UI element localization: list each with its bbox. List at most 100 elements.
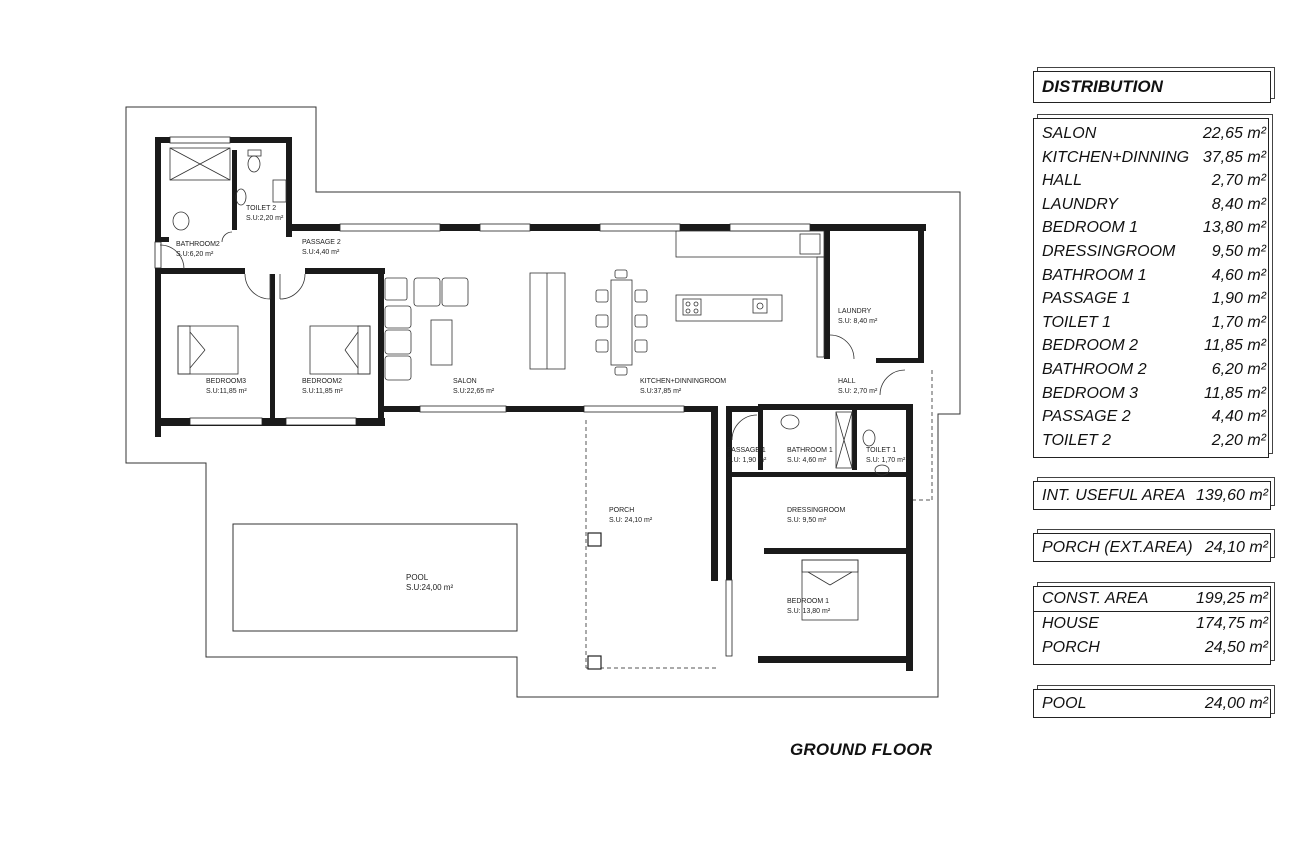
int-useful-area-label: INT. USEFUL AREA: [1042, 487, 1186, 504]
porch-ext-area-box: PORCH (EXT.AREA) 24,10 m²: [1033, 533, 1271, 562]
bathroom1-area: S.U: 4,60 m²: [787, 457, 827, 464]
house-area-value: 174,75 m²: [1195, 615, 1268, 632]
pool-area-box: POOL 24,00 m²: [1033, 689, 1271, 718]
distribution-row: TOILET 2 2,20 m²: [1034, 429, 1268, 453]
porch-area: S.U: 24,10 m²: [609, 517, 653, 524]
porch-column: [587, 655, 602, 670]
porch-ext-area-label: PORCH (EXT.AREA): [1042, 539, 1193, 556]
distribution-row: BEDROOM 3 11,85 m²: [1034, 382, 1268, 406]
room-name: BEDROOM 2: [1042, 337, 1139, 355]
porch-outline: [585, 420, 716, 669]
dressingroom-label: DRESSINGROOM: [787, 507, 846, 514]
room-area: 8,40 m²: [1211, 195, 1266, 213]
salon-area: S.U:22,65 m²: [453, 388, 495, 395]
porch-ext-area-value: 24,10 m²: [1204, 539, 1268, 556]
int-useful-area-value: 139,60 m²: [1195, 487, 1268, 504]
bedroom1-area: S.U: 13,80 m²: [787, 608, 831, 615]
distribution-row: BATHROOM 1 4,60 m²: [1034, 264, 1268, 288]
room-area: 1,90 m²: [1211, 290, 1266, 308]
pool-area-label: POOL: [1042, 695, 1087, 712]
room-name: BATHROOM 2: [1042, 360, 1147, 378]
room-labels: TOILET 2 S.U:2,20 m² BATHROOM2 S.U:6,20 …: [176, 205, 906, 615]
bedroom3-label: BEDROOM3: [206, 378, 246, 385]
salon-furniture: [384, 272, 566, 381]
dressingroom-area: S.U: 9,50 m²: [787, 517, 827, 524]
room-area: 1,70 m²: [1211, 313, 1266, 331]
int-useful-area-box: INT. USEFUL AREA 139,60 m²: [1033, 481, 1271, 510]
passage2-label: PASSAGE 2: [302, 239, 341, 246]
passage2-area: S.U:4,40 m²: [302, 249, 340, 256]
porch-column: [587, 532, 602, 547]
room-area: 37,85 m²: [1202, 148, 1266, 166]
room-name: TOILET 1: [1042, 313, 1112, 331]
room-area: 9,50 m²: [1211, 242, 1266, 260]
room-name: KITCHEN+DINNING: [1042, 148, 1190, 166]
distribution-row: LAUNDRY 8,40 m²: [1034, 193, 1268, 217]
porch-area-label: PORCH: [1042, 639, 1100, 656]
hall-area: S.U: 2,70 m²: [838, 388, 878, 395]
distribution-row: BEDROOM 1 13,80 m²: [1034, 216, 1268, 240]
room-name: LAUNDRY: [1042, 195, 1118, 213]
bedroom2-label: BEDROOM2: [302, 378, 342, 385]
room-name: BATHROOM 1: [1042, 266, 1147, 284]
room-name: DRESSINGROOM: [1042, 242, 1176, 260]
bedroom1-label: BEDROOM 1: [787, 598, 829, 605]
room-area: 4,40 m²: [1211, 408, 1266, 426]
beds: [177, 325, 859, 621]
room-name: BEDROOM 3: [1042, 384, 1139, 402]
pool: [232, 523, 518, 632]
room-area: 2,20 m²: [1211, 431, 1266, 449]
room-area: 22,65 m²: [1202, 125, 1266, 142]
room-area: 4,60 m²: [1211, 266, 1266, 284]
hall-label: HALL: [838, 378, 856, 385]
dining-furniture: [595, 269, 648, 376]
bathroom2-area: S.U:6,20 m²: [176, 251, 214, 258]
bathroom2-fixtures: [169, 147, 287, 231]
room-area: 11,85 m²: [1204, 337, 1266, 355]
room-area: 2,70 m²: [1211, 172, 1266, 190]
room-area: 11,85 m²: [1204, 384, 1266, 402]
distribution-row: DRESSINGROOM 9,50 m²: [1034, 240, 1268, 264]
distribution-row: KITCHEN+DINNING 37,85 m²: [1034, 146, 1268, 170]
floor-title: GROUND FLOOR: [790, 740, 933, 759]
distribution-row: BEDROOM 2 11,85 m²: [1034, 334, 1268, 358]
bedroom2-area: S.U:11,85 m²: [302, 388, 343, 395]
distribution-title-box: DISTRIBUTION: [1033, 71, 1271, 103]
pool-area-value: 24,00 m²: [1204, 695, 1268, 712]
windows: [154, 136, 811, 657]
room-name: TOILET 2: [1042, 431, 1112, 449]
room-name: BEDROOM 1: [1042, 219, 1139, 237]
laundry-area: S.U: 8,40 m²: [838, 318, 878, 325]
distribution-title: DISTRIBUTION: [1042, 77, 1163, 96]
house-area-label: HOUSE: [1042, 615, 1099, 632]
distribution-row: TOILET 1 1,70 m²: [1034, 311, 1268, 335]
pool-area: S.U:24,00 m²: [406, 583, 453, 592]
const-area-value: 199,25 m²: [1195, 590, 1268, 607]
toilet2-label: TOILET 2: [246, 205, 276, 212]
terrace-outline: [125, 106, 961, 698]
hall-terrace-outline: [911, 370, 933, 501]
bathroom1-fixtures: [780, 411, 890, 476]
floor-plan: TOILET 2 S.U:2,20 m² BATHROOM2 S.U:6,20 …: [125, 106, 961, 698]
toilet2-area: S.U:2,20 m²: [246, 215, 284, 222]
toilet1-area: S.U: 1,70 m²: [866, 457, 906, 464]
pool-label: POOL: [406, 573, 429, 582]
porch-label: PORCH: [609, 507, 634, 514]
kitchen-furniture: [675, 230, 825, 358]
kitchen-area: S.U:37,85 m²: [640, 388, 682, 395]
bathroom2-label: BATHROOM2: [176, 241, 220, 248]
salon-label: SALON: [453, 378, 477, 385]
bedroom3-area: S.U:11,85 m²: [206, 388, 247, 395]
bathroom1-label: BATHROOM 1: [787, 447, 833, 454]
room-area: 13,80 m²: [1202, 219, 1266, 237]
room-area: 6,20 m²: [1211, 360, 1266, 378]
const-area-box: CONST. AREA 199,25 m² HOUSE 174,75 m² PORC…: [1033, 586, 1271, 665]
room-name: HALL: [1042, 172, 1083, 190]
const-area-label: CONST. AREA: [1042, 590, 1149, 607]
toilet1-label: TOILET 1: [866, 447, 896, 454]
passage1-label: PASSAGE 1: [727, 447, 766, 454]
passage1-area: S.U: 1,90 m²: [727, 457, 767, 464]
